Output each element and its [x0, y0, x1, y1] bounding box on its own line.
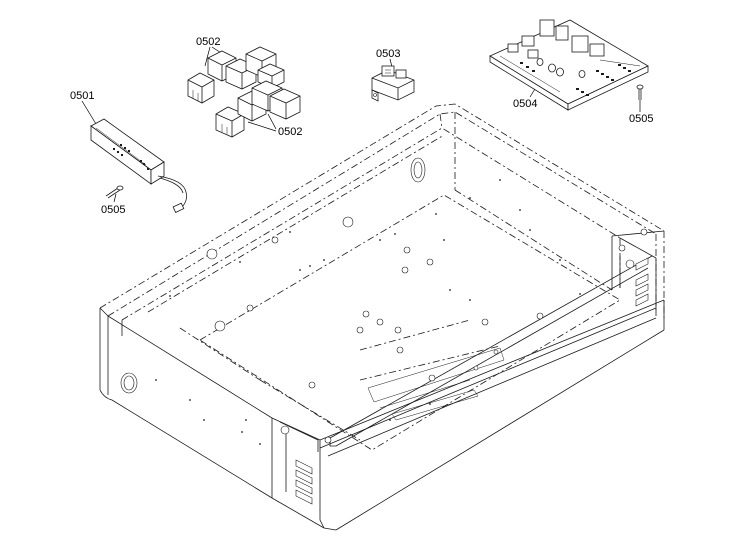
callout-0503: 0503: [376, 48, 400, 60]
callout-0501: 0501: [70, 90, 94, 102]
callout-0502-bottom: 0502: [278, 126, 302, 138]
callout-0505-left: 0505: [101, 204, 125, 216]
callout-0502-top: 0502: [196, 36, 220, 48]
chassis-tray: [99, 103, 665, 531]
part-0504-control-board: [489, 19, 649, 111]
part-0501-interface-board: [90, 118, 187, 213]
part-0503-transformer: [371, 65, 415, 102]
callout-0504: 0504: [513, 98, 537, 110]
callout-0505-right: 0505: [629, 113, 653, 125]
part-0502-relays: [187, 46, 301, 138]
